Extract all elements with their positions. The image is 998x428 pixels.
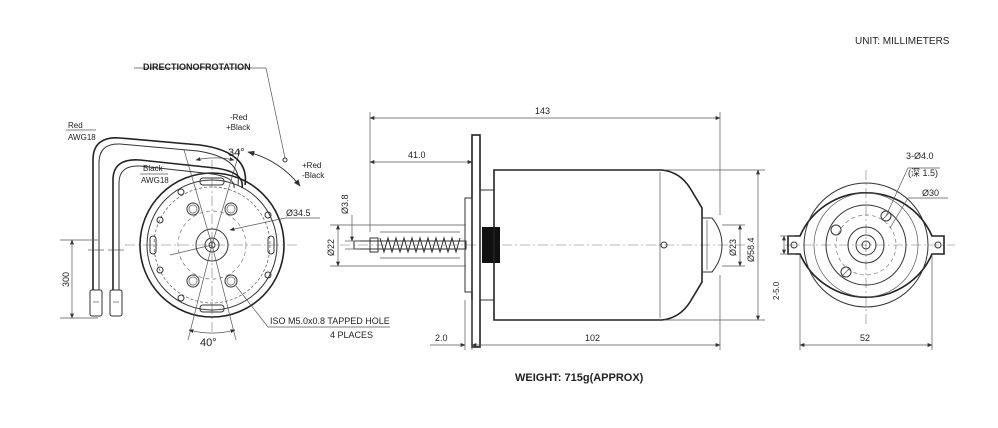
pilot-dia: Ø22 [326,239,336,256]
unit-label: UNIT: MILLIMETERS [855,36,950,47]
pcd-label: Ø30 [922,188,939,198]
tapped-hole-2: 4 PLACES [330,330,373,340]
overall-length: 143 [535,106,550,116]
rear-flange-outline [787,191,945,299]
polarity-cw-2: -Black [302,171,325,180]
slot-width: 2-5.0 [772,281,781,300]
shaft [353,240,467,250]
front-view: 34° 40° DIRECTIONOFROTATION -Red +Black … [60,62,390,349]
rear-view: 3-Ø4.0 (深 1.5) Ø30 2-5.0 52 [772,151,955,350]
tapped-holes [186,202,238,288]
polarity-ccw-1: -Red [230,113,247,122]
wire-black-label: Black [143,164,164,173]
wire-black-gauge: AWG18 [141,176,169,185]
dia-bolt-circle: Ø34.5 [286,208,311,218]
body-dia: Ø58.4 [746,237,756,262]
flange-thickness: 2.0 [435,333,448,343]
angle-top: 34° [228,147,245,159]
holes-label-2: (深 1.5) [908,168,938,178]
polarity-cw-1: +Red [302,161,321,170]
motor-body [493,169,703,321]
shaft-length: 41.0 [408,150,426,160]
worm-spring [379,236,461,254]
holes-label-1: 3-Ø4.0 [906,151,934,161]
black-bushing [482,227,500,263]
tapped-hole-1: ISO M5.0x0.8 TAPPED HOLE [270,316,390,326]
wire-red-label: Red [68,121,83,130]
angle-bottom: 40° [200,337,217,349]
front-outer-circle [139,172,285,318]
end-dia: Ø23 [728,239,738,256]
wire-red-gauge: AWG18 [68,133,96,142]
body-length: 102 [585,333,600,343]
rotation-label: DIRECTIONOFROTATION [143,62,251,72]
lead-wires [88,137,247,317]
shaft-dia: Ø3.8 [340,194,350,214]
lead-length: 300 [61,272,71,287]
side-view: 143 41.0 Ø3.8 Ø22 Ø23 Ø58.4 2.0 102 [326,106,765,350]
width-label: 52 [860,333,870,343]
polarity-ccw-2: +Black [226,123,251,132]
weight-label: WEIGHT: 715g(APPROX) [515,372,644,384]
